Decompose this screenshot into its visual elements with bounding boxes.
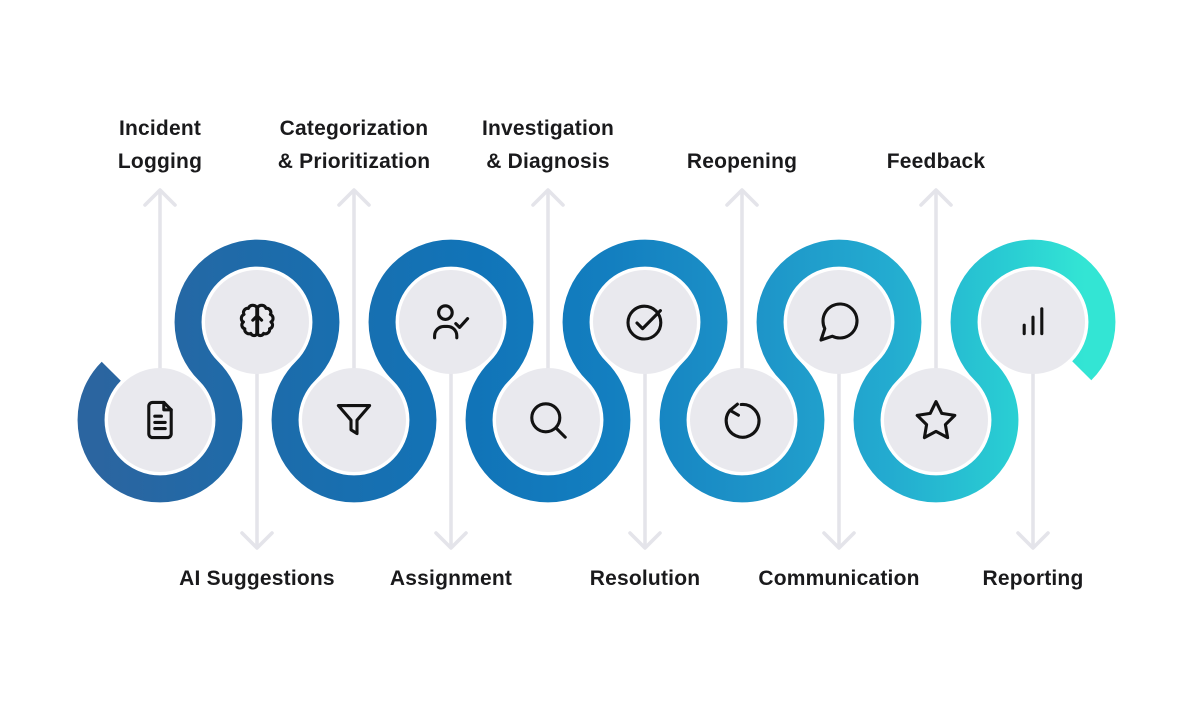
connector-arrows xyxy=(143,188,1050,550)
arrow-down-icon xyxy=(822,372,856,550)
check-circle-icon xyxy=(626,304,663,341)
filter-icon xyxy=(336,404,372,436)
step-node xyxy=(787,270,891,374)
step-label: AI Suggestions xyxy=(179,567,335,590)
arrow-down-icon xyxy=(434,372,468,550)
arrow-down-icon xyxy=(1016,372,1050,550)
rotate-ccw-icon xyxy=(724,402,761,439)
bar-chart-icon xyxy=(1022,307,1044,336)
step-label: Assignment xyxy=(389,567,513,590)
step-node xyxy=(593,270,697,374)
step-node xyxy=(399,270,503,374)
step-node xyxy=(108,368,212,472)
step-label: Feedback xyxy=(886,150,986,173)
user-check-icon xyxy=(433,304,470,340)
step-label: Communication xyxy=(758,567,920,590)
step-label: Incident Logging xyxy=(117,117,203,173)
step-node xyxy=(981,270,1085,374)
star-icon xyxy=(915,400,957,440)
step-node xyxy=(496,368,600,472)
brain-icon xyxy=(239,303,275,338)
step-label: Resolution xyxy=(589,567,701,590)
arrow-up-icon xyxy=(531,188,565,370)
document-icon xyxy=(147,400,173,440)
arrow-up-icon xyxy=(919,188,953,370)
arrow-down-icon xyxy=(628,372,662,550)
step-label: Investigation & Diagnosis xyxy=(481,117,615,173)
chat-bubble-icon xyxy=(819,302,859,342)
step-label: Reporting xyxy=(982,567,1084,590)
process-ribbon xyxy=(77,239,1116,503)
step-label: Categorization & Prioritization xyxy=(277,117,431,173)
step-node xyxy=(302,368,406,472)
step-node xyxy=(884,368,988,472)
arrow-down-icon xyxy=(240,372,274,550)
arrow-up-icon xyxy=(337,188,371,370)
arrow-up-icon xyxy=(725,188,759,370)
arrow-up-icon xyxy=(143,188,177,370)
search-icon xyxy=(530,402,567,439)
step-label: Reopening xyxy=(686,150,798,173)
step-node xyxy=(205,270,309,374)
step-node xyxy=(690,368,794,472)
